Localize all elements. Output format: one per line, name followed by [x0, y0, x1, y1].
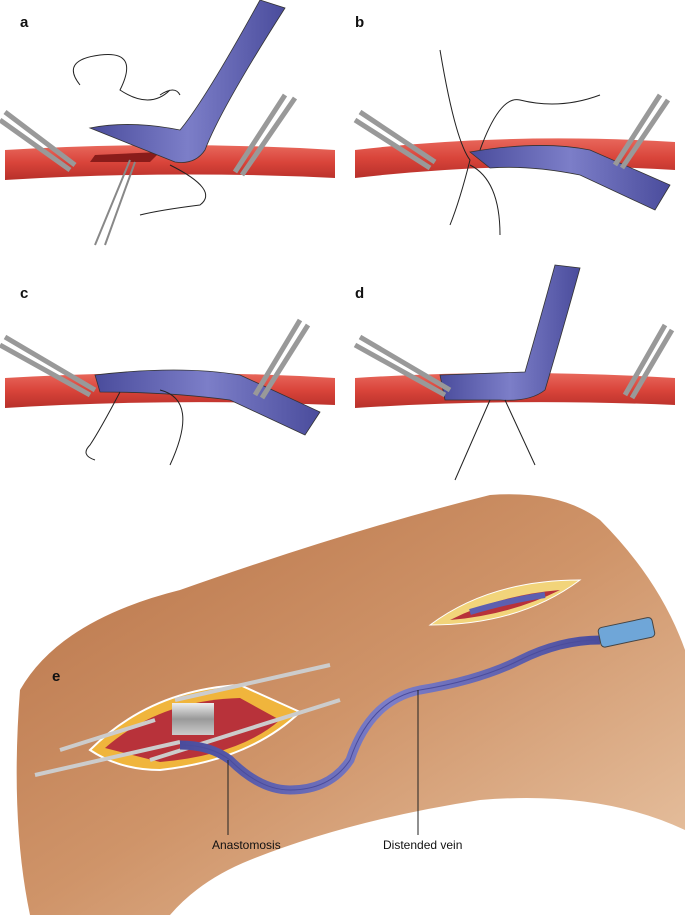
panel-label-e: e	[52, 668, 61, 685]
panel-a-drawing	[0, 0, 335, 246]
panel-label-b: b	[355, 14, 365, 31]
panel-c-drawing	[0, 318, 335, 466]
panel-label-c: c	[20, 285, 29, 302]
callout-anastomosis: Anastomosis	[212, 838, 281, 852]
panel-d-drawing	[353, 264, 675, 481]
panel-label-d: d	[355, 285, 365, 302]
panel-label-a: a	[20, 14, 29, 31]
panel-b-drawing	[353, 49, 675, 236]
panel-e-drawing	[16, 494, 685, 915]
callout-distended-vein: Distended vein	[383, 838, 463, 852]
